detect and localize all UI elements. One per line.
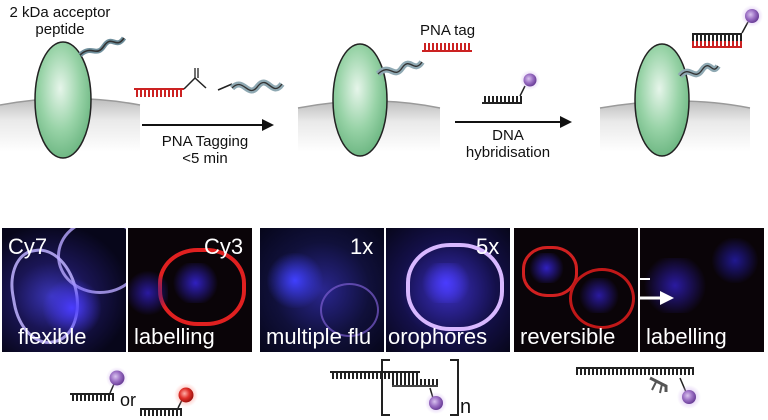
caption-flexible: flexible xyxy=(18,324,87,349)
flexible-dna-purple xyxy=(70,367,128,401)
arrow-reversible xyxy=(640,291,674,305)
pna-tag-attached xyxy=(422,43,472,52)
protein-2 xyxy=(332,43,388,157)
acceptor-label-line1: 2 kDa acceptor xyxy=(9,4,111,21)
multiple-fluorophores-schematic xyxy=(330,359,459,416)
acceptor-label-line2: peptide xyxy=(35,21,85,39)
acceptor-peptide-helix-3 xyxy=(677,62,721,79)
flexible-dna-red xyxy=(140,383,198,416)
acceptor-peptide-helix-2 xyxy=(375,60,425,77)
caption-orophores: orophores xyxy=(388,324,488,349)
caption-labelling-3: labelling xyxy=(646,324,727,349)
pna-reagent xyxy=(134,68,285,97)
arrow-pna-tagging xyxy=(142,119,274,131)
micrograph-cy3: Cy3 labelling xyxy=(128,228,252,352)
micrograph-1x: 1x multiple flu xyxy=(260,228,384,352)
step2-label: DNA hybridisation xyxy=(448,127,568,162)
caption-labelling-1: labelling xyxy=(134,324,215,349)
label-cy3: Cy3 xyxy=(204,234,244,259)
caption-reversible: reversible xyxy=(520,324,616,349)
pna-dna-duplex xyxy=(692,5,763,48)
pna-tag-label: PNA tag xyxy=(420,22,476,39)
micrograph-5x: 5x orophores xyxy=(386,228,510,352)
micrograph-reversible-after: labelling xyxy=(640,228,764,352)
step1-label: PNA Tagging <5 min xyxy=(142,133,268,168)
micrograph-reversible-before: reversible xyxy=(514,228,638,352)
step1-line1: PNA Tagging xyxy=(161,133,249,150)
label-1x: 1x xyxy=(350,234,374,259)
reversible-schematic xyxy=(576,367,701,409)
label-5x: 5x xyxy=(476,234,500,259)
or-label: or xyxy=(120,390,137,410)
dna-fluorophore-reagent xyxy=(482,70,540,104)
arrow-dna-hybridisation xyxy=(455,116,572,128)
step2-line2: hybridisation xyxy=(465,144,551,162)
protein-3 xyxy=(634,43,690,157)
micrograph-cy7: Cy7 flexible xyxy=(2,228,126,352)
label-cy7: Cy7 xyxy=(8,234,48,259)
acceptor-peptide-label: 2 kDa acceptor peptide xyxy=(2,4,118,39)
step2-line1: DNA xyxy=(492,127,524,144)
protein-1 xyxy=(34,41,92,159)
step1-line2: <5 min xyxy=(182,150,228,168)
caption-multiple: multiple flu xyxy=(266,324,372,349)
n-subscript: n xyxy=(460,396,472,418)
acceptor-peptide-helix-1 xyxy=(78,36,127,57)
